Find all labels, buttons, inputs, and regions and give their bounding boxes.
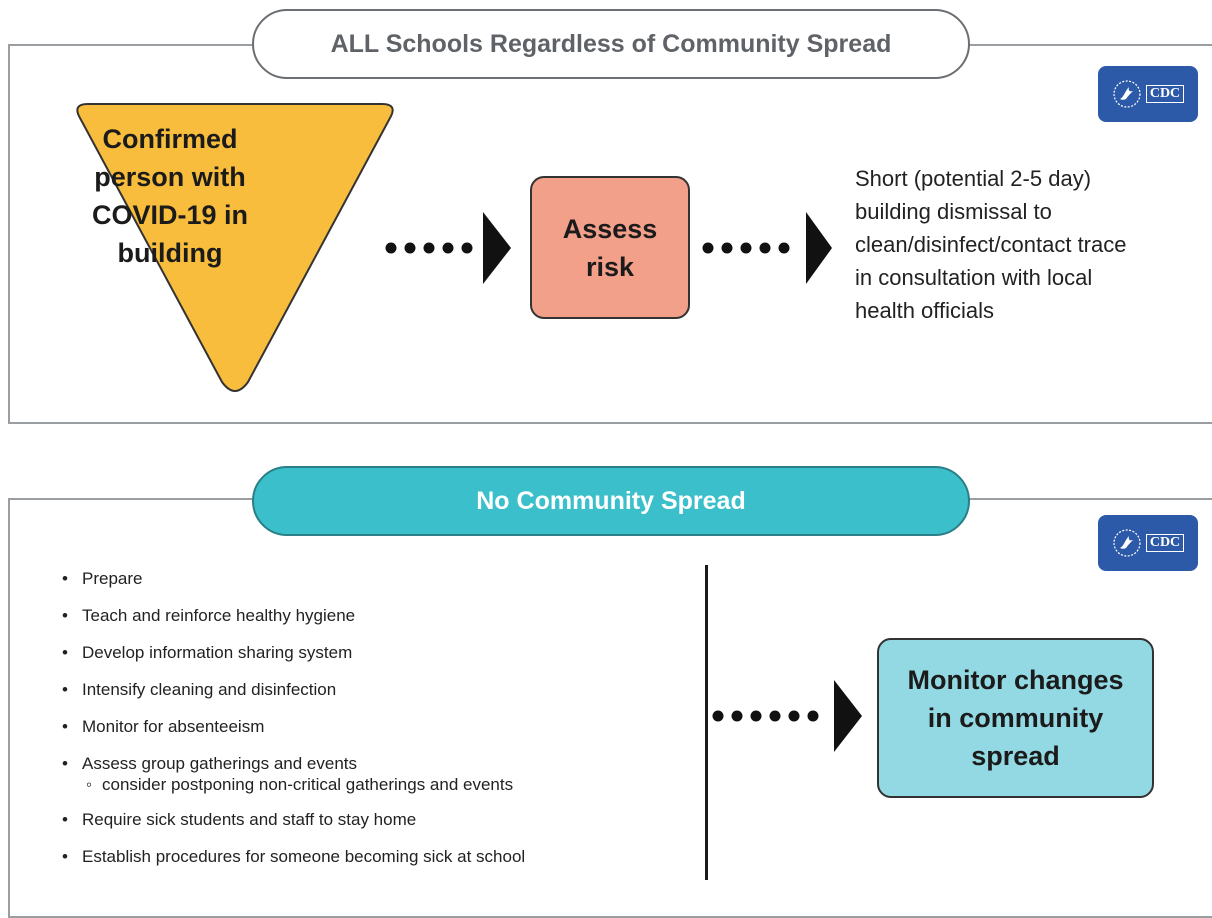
list-item: Establish procedures for someone becomin…	[62, 842, 525, 879]
list-item: Prepare	[62, 564, 525, 601]
monitor-changes-box: Monitor changes in community spread	[877, 638, 1154, 798]
all-schools-title: ALL Schools Regardless of Community Spre…	[330, 29, 892, 58]
all-schools-header: ALL Schools Regardless of Community Spre…	[252, 9, 970, 79]
vertical-divider	[705, 565, 708, 880]
trigger-line: building	[117, 238, 223, 268]
list-item: Develop information sharing system	[62, 638, 525, 675]
list-item-with-sub: Assess group gatherings and events consi…	[62, 749, 525, 805]
trigger-line: Confirmed	[102, 124, 238, 154]
dismissal-outcome-text: Short (potential 2-5 day) building dismi…	[855, 162, 1205, 327]
cdc-logo-text: CDC	[1145, 85, 1185, 103]
sub-list-item: consider postponing non-critical gatheri…	[82, 775, 525, 795]
list-item: Monitor for absenteeism	[62, 712, 525, 749]
outcome-line: building dismissal to	[855, 199, 1052, 224]
triangle-shape	[76, 103, 394, 392]
assess-risk-line: Assess	[562, 213, 658, 244]
dotted-arrow	[712, 680, 862, 752]
outcome-line: Short (potential 2-5 day)	[855, 166, 1092, 191]
outcome-line: in consultation with local	[855, 265, 1093, 290]
hhs-eagle-icon	[1113, 80, 1141, 108]
cdc-logo: CDC	[1098, 66, 1198, 122]
dotted-arrow	[702, 212, 832, 284]
list-item: Require sick students and staff to stay …	[62, 805, 525, 842]
list-item-text: Assess group gatherings and events	[82, 754, 358, 773]
cdc-logo-text: CDC	[1145, 534, 1185, 552]
cdc-logo: CDC	[1098, 515, 1198, 571]
monitor-line: in community	[927, 703, 1104, 733]
outcome-line: clean/disinfect/contact trace	[855, 232, 1127, 257]
no-community-spread-header: No Community Spread	[252, 466, 970, 536]
monitor-line: spread	[971, 741, 1060, 771]
trigger-triangle	[70, 100, 400, 395]
hhs-eagle-icon	[1113, 529, 1141, 557]
list-item: Intensify cleaning and disinfection	[62, 675, 525, 712]
dotted-arrow	[385, 212, 511, 284]
monitor-line: Monitor changes	[907, 665, 1124, 695]
list-item: Teach and reinforce healthy hygiene	[62, 601, 525, 638]
trigger-line: COVID-19 in	[91, 200, 249, 230]
assess-risk-box: Assess risk	[530, 176, 690, 319]
assess-risk-line: risk	[585, 251, 635, 282]
trigger-text: Confirmed person with COVID-19 in buildi…	[5, 120, 335, 272]
action-list: Prepare Teach and reinforce healthy hygi…	[62, 564, 525, 879]
no-community-spread-title: No Community Spread	[476, 486, 746, 515]
outcome-line: health officials	[855, 298, 995, 323]
trigger-line: person with	[94, 162, 246, 192]
